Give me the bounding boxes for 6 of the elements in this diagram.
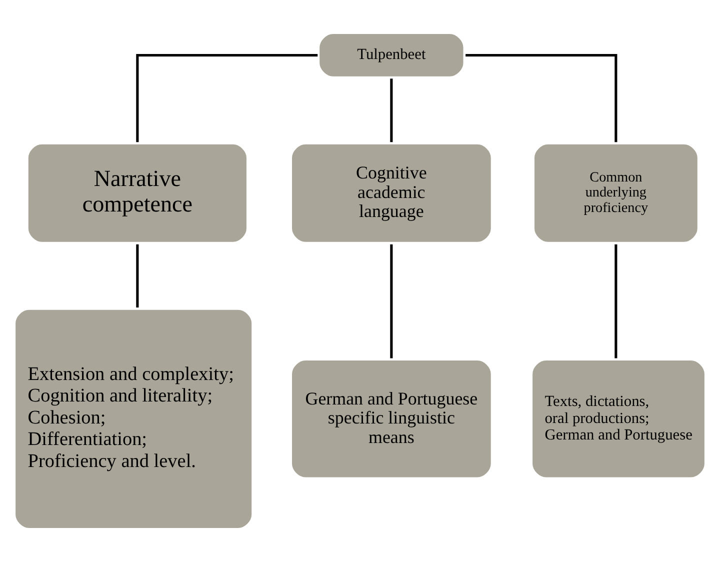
connector: [136, 53, 318, 142]
connector: [390, 78, 393, 142]
connector: [614, 244, 618, 358]
connector: [136, 244, 139, 307]
connector: [390, 244, 393, 358]
connector: [466, 53, 618, 142]
